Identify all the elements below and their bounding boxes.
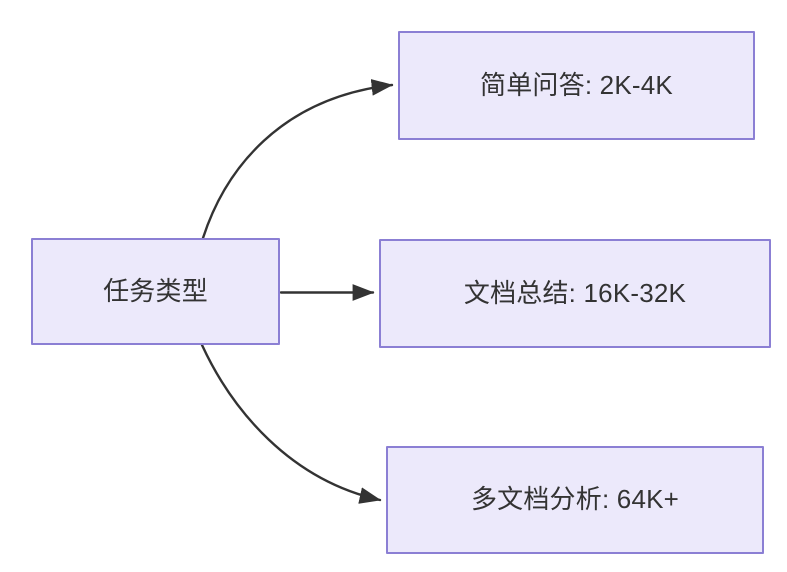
node-task-type[interactable]: 任务类型 [31, 238, 280, 345]
node-doc-summary[interactable]: 文档总结: 16K-32K [379, 239, 771, 348]
node-doc-summary-label: 文档总结: 16K-32K [463, 277, 687, 308]
edge-root-to-multi-doc [200, 343, 382, 504]
node-simple-qa-label: 简单问答: 2K-4K [480, 69, 673, 100]
node-multi-doc[interactable]: 多文档分析: 64K+ [386, 446, 764, 554]
edge-root-to-simple-qa [201, 79, 394, 240]
node-simple-qa[interactable]: 简单问答: 2K-4K [398, 31, 755, 140]
node-task-type-label: 任务类型 [103, 275, 208, 306]
node-multi-doc-label: 多文档分析: 64K+ [470, 484, 680, 515]
